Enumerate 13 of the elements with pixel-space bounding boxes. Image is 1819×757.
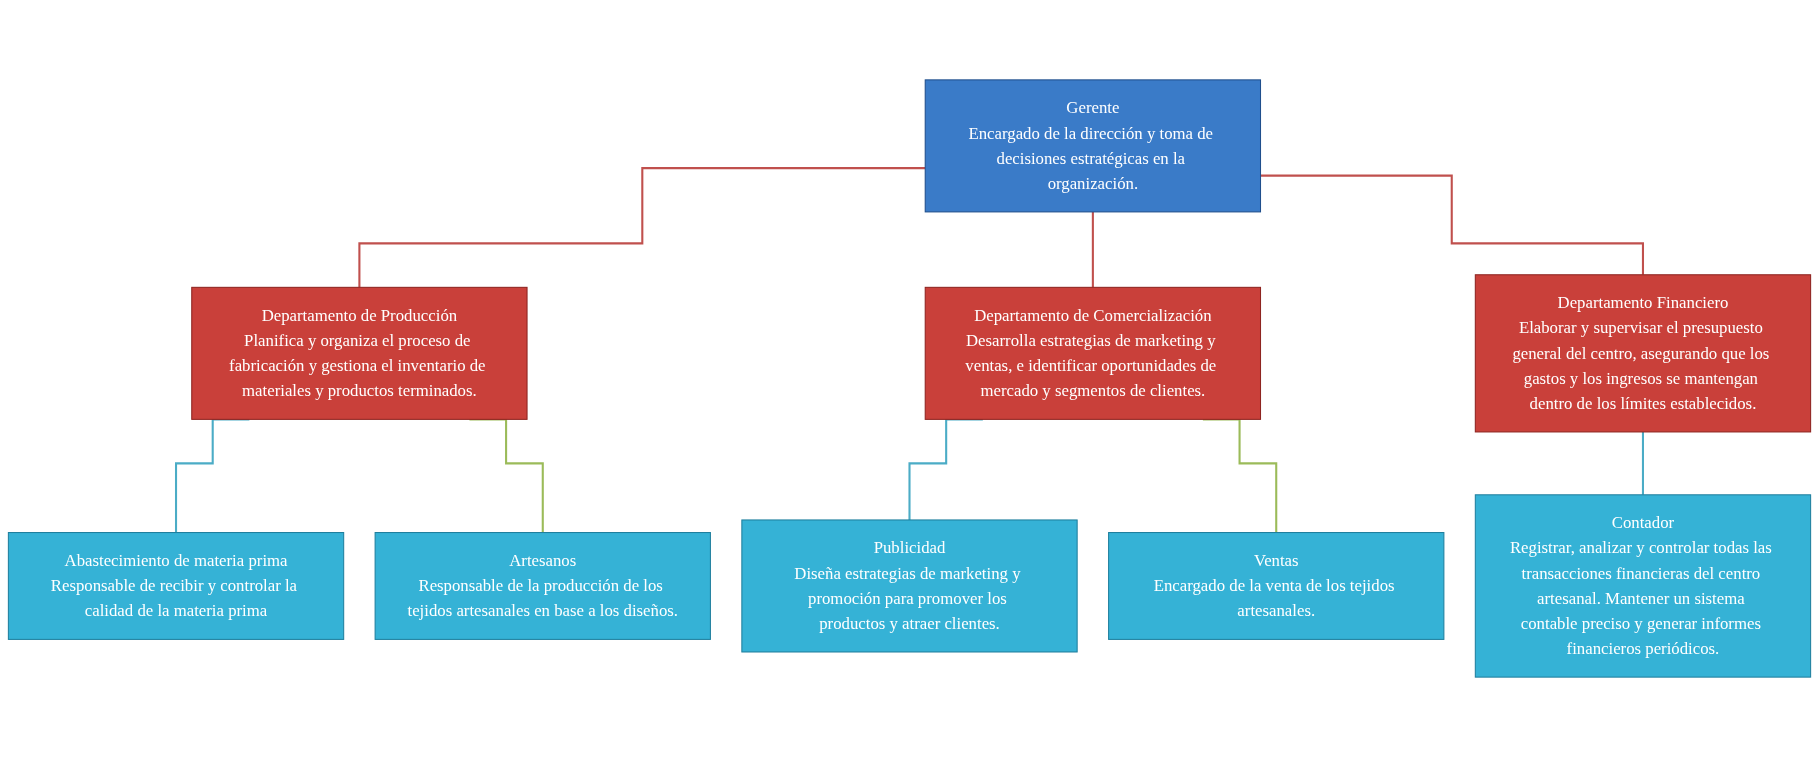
node-box: Contador Registrar, analizar y controlar todas las transacciones financieras del centro artesanal. Mantener un sistema contable preciso y generar informes financieros periódicos. — [1474, 494, 1812, 678]
connector — [1260, 174, 1644, 276]
node-box: Ventas Encargado de la venta de los tejidos artesanales. — [1108, 532, 1445, 640]
node-box: Gerente Encargado de la dirección y toma de decisiones estratégicas en la organización. — [924, 79, 1262, 213]
connector — [1091, 210, 1094, 289]
node-box: Publicidad Diseña estrategias de marketing y promoción para promover los productos y atraer clientes. — [741, 519, 1078, 653]
connector — [358, 167, 926, 289]
node-box: Departamento de Producción Planifica y organiza el proceso de fabricación y gestiona el inventario de materiales y productos terminados. — [191, 286, 528, 420]
connector — [1641, 430, 1644, 496]
node-box: Departamento Financiero Elaborar y supervisar el presupuesto general del centro, asegurando que los gastos y los ingresos se mantengan dentro de los límites establecidos. — [1474, 274, 1812, 433]
node-box: Artesanos Responsable de la producción de los tejidos artesanales en base a los diseños. — [374, 532, 711, 640]
node-box: Departamento de Comercialización Desarrolla estrategias de marketing y ventas, e identificar oportunidades de mercado y segmentos de clientes. — [924, 286, 1262, 420]
node-box: Abastecimiento de materia prima Responsable de recibir y controlar la calidad de la materia prima — [7, 532, 345, 640]
